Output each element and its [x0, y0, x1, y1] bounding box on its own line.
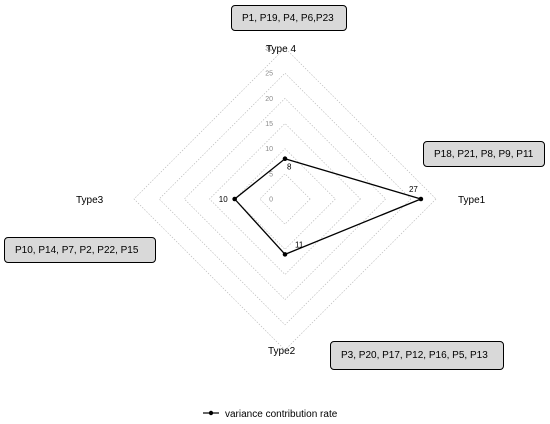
legend-label: variance contribution rate [225, 409, 338, 420]
tick-label-10: 10 [265, 146, 273, 153]
annotation-box-type4: P1, P19, P4, P6,P23 [231, 5, 347, 31]
tick-label-0: 0 [269, 197, 273, 204]
legend: variance contribution rate [203, 409, 338, 420]
grid-ring-5 [259, 173, 311, 225]
data-point-type4 [282, 156, 288, 162]
axis-label-type3: Type3 [76, 195, 104, 206]
grid-lines [133, 47, 437, 351]
data-points [232, 156, 424, 257]
annotation-box-type1: P18, P21, P8, P9, P11 [423, 141, 545, 167]
tick-label-5: 5 [269, 171, 273, 178]
annotation-box-type3: P10, P14, P7, P2, P22, P15 [4, 237, 156, 263]
data-label-type2: 11 [295, 240, 304, 249]
data-label-type4: 8 [287, 163, 292, 172]
tick-label-20: 20 [265, 96, 273, 103]
data-label-type1: 27 [409, 185, 418, 194]
data-point-type2 [282, 252, 288, 257]
data-label-type3: 10 [219, 195, 228, 204]
legend-marker-symbol [208, 410, 214, 416]
grid-ring-15 [209, 123, 361, 275]
data-point-type1 [418, 196, 424, 202]
axis-label-type4: Type 4 [266, 44, 296, 55]
grid-ring-10 [234, 148, 336, 250]
radial-tick-labels: 0 5 10 15 20 25 30 [265, 46, 273, 204]
axis-label-type2: Type2 [268, 346, 296, 357]
tick-label-15: 15 [265, 121, 273, 128]
grid-ring-20 [183, 97, 387, 301]
data-labels: 27 11 10 8 [219, 163, 419, 250]
tick-label-30: 30 [265, 46, 273, 53]
annotation-box-type2: P3, P20, P17, P12, P16, P5, P13 [330, 341, 504, 370]
series-line [234, 158, 422, 256]
data-point-type3 [232, 196, 237, 202]
tick-label-25: 25 [265, 71, 273, 78]
axis-label-type1: Type1 [458, 195, 486, 206]
series-group [234, 158, 422, 256]
grid-ring-30 [133, 47, 437, 351]
grid-ring-25 [158, 72, 412, 326]
